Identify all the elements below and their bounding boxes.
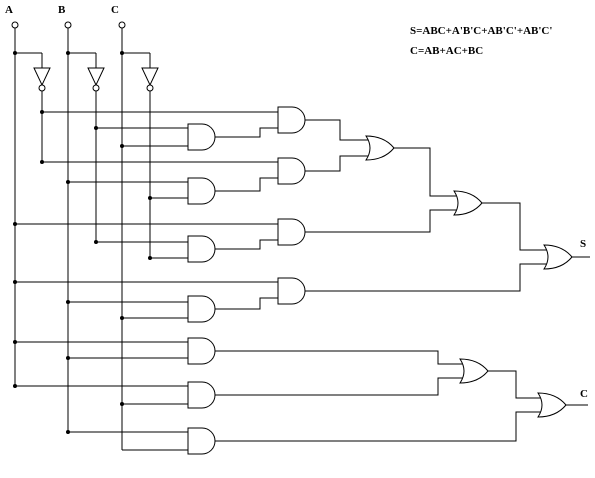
not-gate-b bbox=[68, 52, 105, 242]
and-gate bbox=[187, 177, 216, 205]
and-gate-stage1 bbox=[187, 123, 216, 455]
stage1-to-stage2-wires bbox=[215, 127, 278, 310]
and-gate bbox=[187, 427, 216, 455]
sum-or-tree bbox=[305, 119, 590, 292]
input-wires bbox=[15, 111, 278, 451]
or-gate bbox=[459, 358, 489, 384]
not-gate-a bbox=[15, 52, 51, 162]
carry-or-tree bbox=[215, 350, 588, 442]
carry-output-label: C bbox=[580, 388, 588, 400]
sum-equation: S=ABC+A'B'C+AB'C'+AB'C' bbox=[410, 25, 552, 37]
input-c: C bbox=[111, 4, 126, 434]
input-terminal-a bbox=[11, 21, 19, 29]
and-gate bbox=[187, 337, 216, 365]
and-gate-stage2 bbox=[277, 106, 306, 305]
not-gate-c bbox=[122, 52, 159, 258]
input-terminal-b bbox=[64, 21, 72, 29]
or-gate bbox=[365, 135, 395, 161]
junction-dots bbox=[13, 51, 152, 434]
and-gate bbox=[277, 106, 306, 134]
and-gate bbox=[277, 277, 306, 305]
input-b: B bbox=[58, 4, 72, 434]
input-label-c: C bbox=[111, 4, 119, 16]
carry-equation: C=AB+AC+BC bbox=[410, 45, 483, 57]
or-gate bbox=[453, 190, 483, 216]
input-a: A bbox=[5, 4, 19, 388]
and-gate bbox=[277, 218, 306, 246]
input-label-a: A bbox=[5, 4, 13, 16]
carry-or-gate bbox=[537, 392, 567, 418]
and-gate bbox=[187, 381, 216, 409]
and-gate bbox=[187, 235, 216, 263]
and-gate bbox=[187, 123, 216, 151]
and-gate bbox=[187, 295, 216, 323]
sum-or-gate bbox=[543, 244, 573, 270]
and-gate bbox=[277, 157, 306, 185]
sum-output-label: S bbox=[580, 238, 586, 250]
input-label-b: B bbox=[58, 4, 66, 16]
input-terminal-c bbox=[118, 21, 126, 29]
